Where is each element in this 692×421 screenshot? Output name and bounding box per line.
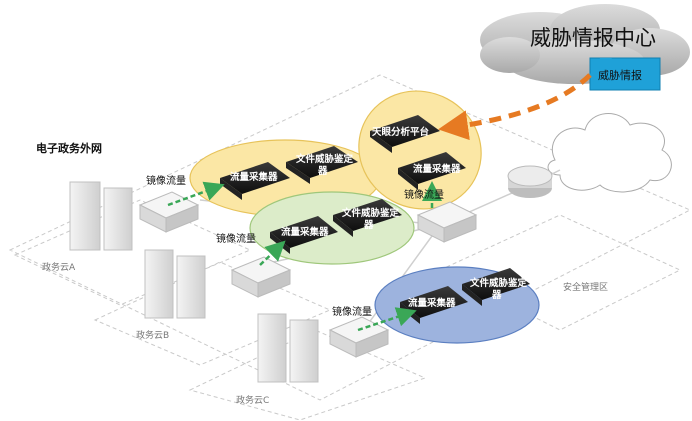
network-title: 电子政务外网	[36, 141, 102, 155]
appliance-icon	[286, 146, 358, 184]
intel-arrow	[438, 73, 592, 141]
cloud-b-label: 政务云B	[136, 329, 169, 341]
network-switch-icon	[416, 201, 478, 243]
mirror-label: 镜像流量	[332, 305, 372, 318]
badge-pointer	[585, 58, 612, 82]
file-detector-label-2: 器	[491, 290, 502, 301]
network-switch-icon	[230, 256, 292, 298]
threat-center-title: 威胁情报中心	[530, 26, 656, 50]
mirror-label: 镜像流量	[404, 188, 444, 201]
appliance-icon	[370, 115, 440, 153]
cloud-a-label: 政务云A	[42, 261, 76, 273]
file-detector-label: 文件威胁鉴定	[341, 207, 400, 219]
mirror-label: 镜像流量	[146, 174, 186, 187]
server-rack-icon	[144, 249, 206, 319]
mirror-label: 镜像流量	[216, 232, 256, 245]
file-detector-label: 文件威胁鉴定	[469, 277, 528, 289]
network-switch-icon	[328, 316, 390, 358]
router-icon	[507, 165, 553, 198]
platform-label: 天眼分析平台	[372, 126, 430, 138]
collector-label: 流量采集器	[281, 226, 329, 238]
cloud-c-label: 政务云C	[236, 394, 269, 406]
appliance-icon	[220, 162, 290, 200]
server-rack-icon	[257, 313, 319, 383]
threat-badge-label: 威胁情报	[598, 68, 642, 82]
file-detector-label-2: 器	[317, 166, 328, 177]
server-rack-icon	[69, 181, 133, 251]
internet-cloud-icon	[547, 113, 672, 193]
file-detector-label-2: 器	[363, 220, 374, 231]
collector-label: 流量采集器	[408, 297, 456, 309]
appliance-icon	[398, 152, 466, 190]
security-zone-label: 安全管理区	[563, 281, 608, 293]
file-detector-label: 文件威胁鉴定	[295, 153, 354, 165]
appliance-icon	[333, 199, 402, 237]
collector-label: 流量采集器	[230, 171, 278, 183]
mirror-arrows	[167, 181, 442, 332]
collector-label: 流量采集器	[413, 163, 461, 175]
network-switch-icon	[138, 191, 200, 233]
appliance-icon	[462, 268, 530, 306]
